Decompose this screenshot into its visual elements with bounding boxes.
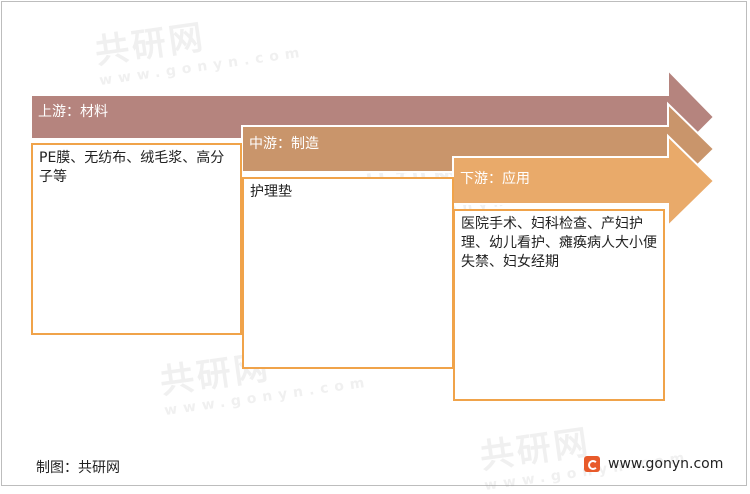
upstream-content: PE膜、无纺布、绒毛浆、高分子等	[39, 150, 225, 185]
downstream-arrow	[452, 133, 716, 229]
website-text: www.gonyn.com	[608, 456, 724, 472]
midstream-content-box: 护理垫	[242, 177, 454, 369]
downstream-content: 医院手术、妇科检查、产妇护理、幼儿看护、瘫痪病人大小便失禁、妇女经期	[461, 216, 657, 270]
downstream-title: 下游：应用	[460, 171, 530, 187]
downstream-content-box: 医院手术、妇科检查、产妇护理、幼儿看护、瘫痪病人大小便失禁、妇女经期	[453, 209, 665, 401]
website-footer: www.gonyn.com	[584, 456, 723, 472]
upstream-content-box: PE膜、无纺布、绒毛浆、高分子等	[31, 143, 242, 335]
upstream-title: 上游：材料	[38, 104, 108, 120]
credit-text: 制图：共研网	[36, 460, 120, 476]
figure-frame	[1, 1, 747, 486]
gonyn-logo-icon	[584, 456, 600, 472]
midstream-content: 护理垫	[250, 184, 292, 200]
midstream-title: 中游：制造	[249, 136, 319, 152]
